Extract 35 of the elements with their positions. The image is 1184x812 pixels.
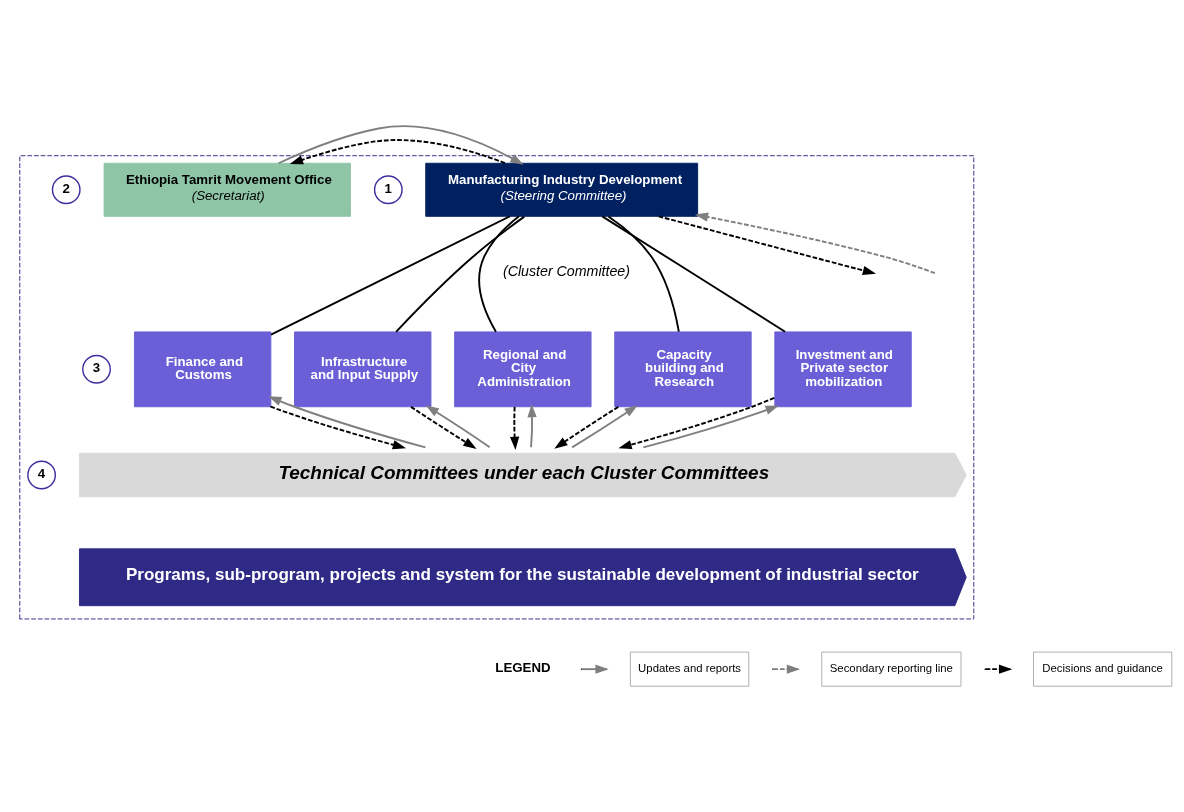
node-box: Infrastructure and Input Supply: [294, 331, 432, 408]
node-circle: 3: [82, 354, 111, 384]
legend-label: Secondary reporting line: [829, 662, 953, 675]
arrow: [277, 125, 524, 165]
arrow: [289, 139, 506, 165]
arrow: [509, 405, 520, 451]
legend-label: Updates and reports: [638, 662, 742, 675]
arrow: [642, 405, 779, 449]
arrow: [618, 396, 776, 450]
legend-label: Decisions and guidance: [1042, 662, 1163, 675]
arrow: [410, 405, 477, 449]
connector: [607, 215, 680, 333]
node-box: Ethiopia Tamrit Movement Office (Secretariat): [103, 162, 351, 217]
node-box: Finance and Customs: [133, 331, 272, 408]
label: LEGEND: [495, 659, 551, 675]
connector: [395, 215, 526, 333]
node-box: Regional and City Administration: [454, 331, 592, 408]
arrow: [694, 212, 936, 275]
connector: [478, 215, 520, 333]
node-box: Investment and Private sector mobilization: [774, 331, 912, 408]
node-box: Manufacturing Industry Development (Steering Committee): [425, 162, 699, 217]
connector: [270, 215, 511, 336]
arrow: [527, 403, 537, 449]
arrow: [268, 396, 427, 449]
label: (Cluster Committee): [502, 263, 631, 280]
arrow: [425, 405, 491, 449]
arrow: [657, 215, 877, 275]
arrow: [269, 405, 407, 450]
arrow: [571, 405, 638, 449]
node-box: Capacity building and Research: [614, 331, 752, 408]
connector: [601, 215, 787, 333]
node-circle: 1: [373, 175, 403, 205]
node-circle: 4: [27, 460, 57, 490]
node-circle: 2: [51, 175, 81, 205]
arrow: [554, 405, 620, 449]
